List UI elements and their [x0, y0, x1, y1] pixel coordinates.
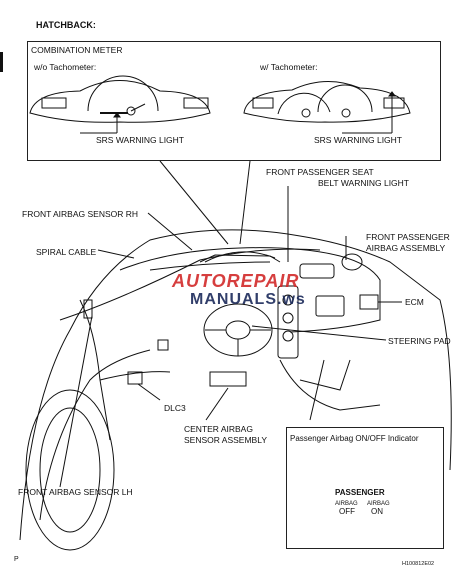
srs-warning-light-label-left: SRS WARNING LIGHT: [96, 135, 184, 145]
label-steering-pad: STEERING PAD: [388, 336, 451, 346]
watermark-line-1: AUTOREPAIR: [172, 271, 300, 291]
figure-code: H100812E02: [402, 561, 435, 567]
heading: HATCHBACK:: [36, 20, 96, 30]
label-front-passenger-airbag-assembly-2: AIRBAG ASSEMBLY: [366, 243, 446, 253]
page-margin-bar: [0, 52, 3, 72]
variant-with-tachometer: w/ Tachometer:: [260, 62, 318, 72]
label-front-passenger-seat-belt-warning-light-2: BELT WARNING LIGHT: [318, 178, 409, 188]
label-center-airbag-sensor-assembly: CENTER AIRBAG: [184, 424, 253, 434]
meter-without-tachometer-drawing: [29, 75, 211, 123]
srs-warning-light-label-right: SRS WARNING LIGHT: [314, 135, 402, 145]
combination-meter-box: COMBINATION METER w/o Tachometer: w/ Tac…: [27, 41, 441, 161]
label-front-passenger-airbag-assembly: FRONT PASSENGER: [366, 232, 450, 242]
variant-without-tachometer: w/o Tachometer:: [34, 62, 97, 72]
label-center-airbag-sensor-assembly-2: SENSOR ASSEMBLY: [184, 435, 267, 445]
label-spiral-cable: SPIRAL CABLE: [36, 247, 97, 257]
watermark-line-2: MANUALS.ws: [190, 291, 306, 308]
label-front-airbag-sensor-lh: FRONT AIRBAG SENSOR LH: [18, 487, 133, 497]
indicator-box-title: Passenger Airbag ON/OFF Indicator: [290, 434, 419, 443]
label-dlc3: DLC3: [164, 403, 186, 413]
indicator-airbag-on-2: ON: [371, 507, 383, 516]
indicator-airbag-on-1: AIRBAG: [367, 501, 390, 507]
indicator-panel-passenger: PASSENGER: [335, 488, 385, 497]
meter-box-title: COMBINATION METER: [31, 45, 123, 55]
label-ecm: ECM: [405, 297, 424, 307]
passenger-airbag-indicator-box: Passenger Airbag ON/OFF Indicator PASSEN…: [286, 427, 444, 549]
label-front-passenger-seat-belt-warning-light: FRONT PASSENGER SEAT: [266, 167, 374, 177]
meter-with-tachometer-drawing: [243, 80, 411, 123]
indicator-airbag-off-1: AIRBAG: [335, 501, 358, 507]
label-front-airbag-sensor-rh: FRONT AIRBAG SENSOR RH: [22, 209, 139, 219]
page-code: P: [14, 556, 19, 563]
indicator-airbag-off-2: OFF: [339, 507, 355, 516]
